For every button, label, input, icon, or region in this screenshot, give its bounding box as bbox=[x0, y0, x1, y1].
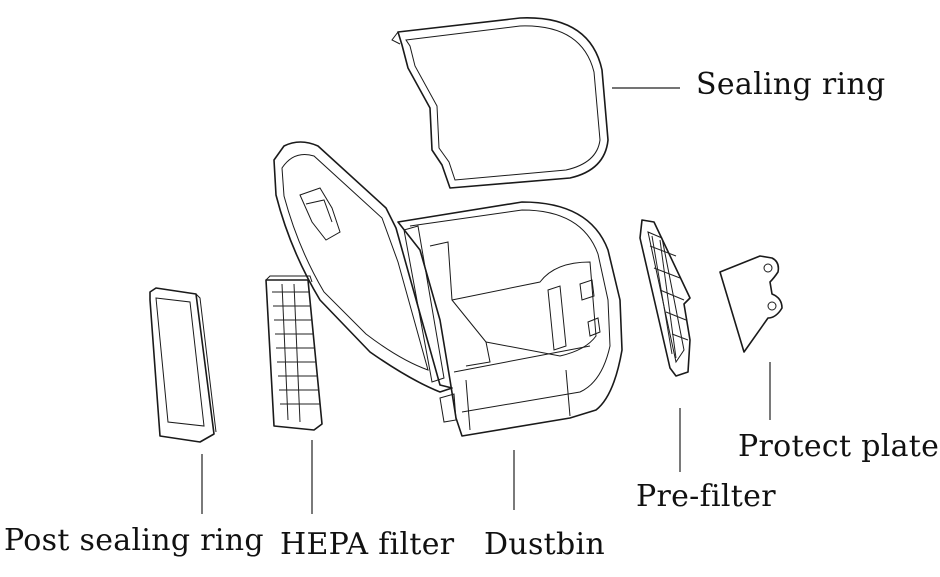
label-pre-filter: Pre-filter bbox=[636, 479, 776, 514]
label-protect-plate: Protect plate bbox=[738, 429, 940, 464]
pre-filter-part bbox=[639, 219, 691, 377]
label-sealing-ring: Sealing ring bbox=[696, 67, 886, 102]
protect-plate-part bbox=[719, 255, 783, 353]
post-sealing-ring-part bbox=[149, 287, 217, 443]
sealing-ring-part bbox=[391, 17, 609, 189]
label-hepa-filter: HEPA filter bbox=[280, 527, 455, 562]
label-dustbin: Dustbin bbox=[484, 527, 606, 562]
dustbin-lid-part bbox=[273, 141, 453, 393]
dustbin-body-part bbox=[397, 201, 623, 437]
label-post-sealing-ring: Post sealing ring bbox=[4, 523, 264, 558]
hepa-filter-part bbox=[265, 275, 323, 431]
